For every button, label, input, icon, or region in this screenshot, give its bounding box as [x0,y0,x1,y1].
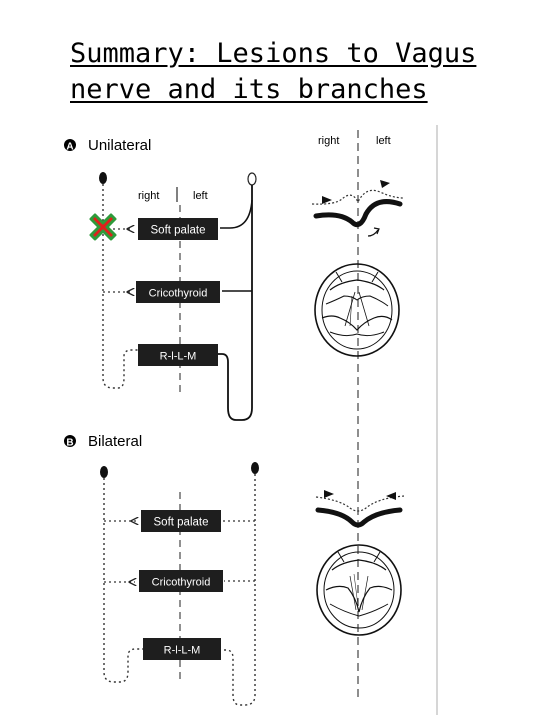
section-a-box-cricothyroid-label: Cricothyroid [149,288,208,300]
section-b-box-rilm [143,638,221,660]
section-a-badge-letter: A [66,142,73,153]
section-a-heading: Unilateral [88,137,151,154]
section-a-box-cricothyroid [136,281,220,303]
title-line-2: nerve and its branches [70,74,428,105]
title-line-1: Summary: Lesions to Vagus [70,38,477,69]
section-b-box-soft-palate-label: Soft palate [154,517,209,529]
section-a-left-label: left [193,190,208,202]
section-b-heading: Bilateral [88,433,142,450]
section-b-box-cricothyroid [139,570,223,592]
section-a-right-ganglion [99,172,107,184]
section-b-left-ganglion [251,462,259,474]
section-a-left-nerve [218,185,253,421]
section-b-right-ganglion [100,466,108,478]
section-b-box-soft-palate [141,510,221,532]
section-a-left-ganglion [247,172,257,186]
section-b-left-nerve [222,474,256,706]
section-b-bilateral: B Bilateral Soft palate Cricothyroid R-l… [64,433,259,706]
section-b-badge [64,435,76,447]
section-a-badge [64,139,76,151]
slide-title: Summary: Lesions to Vagus nerve and its … [70,36,510,108]
section-a-larynx-drawing [314,263,400,357]
section-b-right-nerve [103,478,143,683]
section-b-box-cricothyroid-label: Cricothyroid [152,577,211,589]
section-a-box-soft-palate [138,218,218,240]
section-b-badge-letter: B [66,438,73,449]
section-a-right-label: right [138,190,159,202]
section-b-larynx-drawing [316,544,402,636]
section-b-box-rilm-label: R-l-L-M [164,645,201,657]
section-a-unilateral: A Unilateral right left Soft palate Cric… [64,137,257,421]
right-panel-right-label: right [318,135,339,147]
x-mark-icon [89,213,117,241]
section-a-box-rilm [138,344,218,366]
right-panel: right left [311,125,438,715]
section-a-box-rilm-label: R-l-L-M [160,351,197,363]
section-a-soft-palate-drawing [311,180,405,237]
section-b-soft-palate-drawing [315,490,405,528]
right-panel-left-label: left [376,135,391,147]
section-a-box-soft-palate-label: Soft palate [151,225,206,237]
section-a-left-branch-1 [220,199,253,229]
section-a-right-nerve [102,184,140,389]
